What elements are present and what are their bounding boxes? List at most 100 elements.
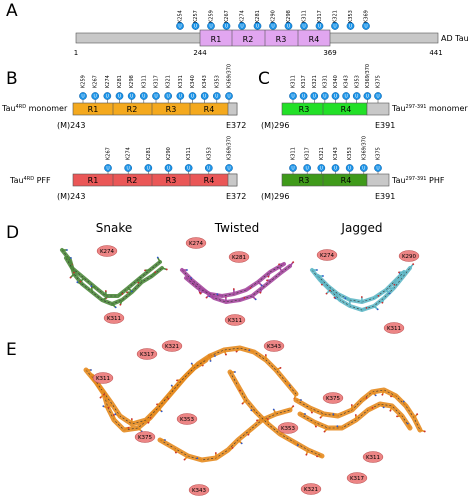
ubiquitin-marker-icon [238, 22, 246, 30]
panel-a-repeat-r3: R3 [276, 35, 287, 44]
panel-b-monomer-label: Tau4RD monomer [1, 104, 68, 113]
panel-a-ub-symbol: U [256, 24, 259, 30]
panel-d-twisted-2-atom [205, 296, 208, 299]
panel-b-pff-ub-symbol: U [147, 166, 150, 172]
panel-d-jagged-2-atom [344, 297, 347, 300]
panel-c-monomer-ub-symbol: U [302, 94, 305, 100]
panel-d-jagged-label-oval [316, 249, 338, 261]
panel-e-fibril-d-atom [247, 433, 250, 436]
panel-d-snake-2-atom [70, 257, 72, 259]
panel-e-fibril-d-atom [272, 408, 275, 411]
ubiquitin-marker-icon [310, 92, 319, 100]
panel-c-phf-site-label: K375 [376, 147, 382, 160]
panel-b-pff-site-label: K267 [106, 147, 112, 160]
panel-a-letter: A [6, 1, 18, 21]
panel-a-site-label: K290 [271, 10, 277, 23]
panel-d-jagged-residue-label: K290 [402, 254, 417, 260]
panel-a-ub-symbol: U [333, 24, 336, 30]
panel-e-fibril-a-atom [170, 384, 173, 387]
panel-a-ub-symbol: U [194, 24, 197, 30]
panel-b-monomer-ub-symbol: U [94, 94, 97, 100]
panel-e-fibril-c-atom [225, 353, 227, 356]
panel-c: C K311UK317UK321UK331UK340UK343UK353UK36… [258, 64, 468, 201]
panel-e-fibril-e-bonds [295, 389, 421, 431]
panel-a-ubiquitin-sites: K254UK257UK259UK267UK274UK281UK290UK298U… [176, 10, 370, 30]
panel-e-residue-label: K375 [138, 435, 153, 441]
panel-d-jagged-atom [365, 306, 368, 309]
panel-b-monomer-site-label: K274 [105, 75, 111, 88]
panel-d-twisted-2-atom [216, 293, 219, 296]
panel-a-boundary-left: 244 [193, 49, 207, 57]
panel-b-monomer-ub-symbol: U [130, 94, 133, 100]
panel-e-fibril-e-atom [416, 413, 419, 416]
panel-b-pff-site-label: K281 [146, 147, 152, 160]
panel-a-site-label: K353 [348, 10, 354, 23]
panel-e-fibril-d-atom [256, 419, 258, 422]
panel-e-residue-label: K343 [192, 488, 207, 494]
panel-c-phf-site-label: K353 [347, 147, 353, 160]
panel-a-site-label: K311 [302, 10, 308, 23]
panel-d-twisted-label-oval [185, 237, 207, 249]
panel-e-fibril-c-atom [264, 354, 267, 356]
panel-e-label-oval [263, 340, 285, 352]
panel-d-jagged-2-atom [333, 296, 336, 299]
ubiquitin-marker-icon [176, 22, 184, 30]
panel-e-fibril [83, 345, 426, 463]
ubiquitin-marker-icon [115, 92, 124, 100]
panel-d-snake-2-bonds [65, 257, 161, 297]
ubiquitin-marker-icon [127, 92, 136, 100]
panel-e-fibril-c-bonds [209, 347, 297, 395]
panel-e-fibril-d-atom [196, 457, 199, 460]
panel-e-fibril-g-atom [239, 389, 241, 392]
panel-e-residue-label: K311 [96, 376, 110, 382]
panel-b-monomer-site-label: K311 [141, 75, 147, 88]
panel-b-monomer-ub-symbol: U [227, 94, 230, 100]
panel-e-fibril-d-atom [214, 452, 217, 454]
ubiquitin-marker-icon [164, 164, 173, 172]
panel-e-fibril-d-atom [240, 442, 243, 445]
panel-a-repeat-r2: R2 [243, 35, 254, 44]
panel-a-ub-symbol: U [240, 24, 243, 30]
panel-e-fibril-g-atom [234, 371, 236, 373]
panel-d-twisted-atom [186, 269, 188, 271]
panel-d-snake-atom [165, 268, 168, 271]
panel-d-jagged-label-oval [383, 322, 405, 334]
panel-e-fibril-g-atom [250, 409, 253, 412]
panel-c-monomer-site-label: K343 [344, 75, 350, 88]
panel-e-label-oval [134, 431, 156, 443]
ubiquitin-marker-icon [303, 164, 312, 172]
ubiquitin-marker-icon [225, 92, 233, 100]
panel-b-pff-ub-symbol: U [207, 166, 210, 172]
panel-b-pff-site-label: K311 [186, 147, 192, 160]
panel-e-fibril-f-atom [389, 409, 392, 412]
panel-e-fibril-d-atom [175, 451, 177, 454]
panel-d-snake-label-oval [103, 312, 125, 324]
panel-e-fibril-f-atom [406, 422, 409, 425]
ubiquitin-marker-icon [144, 164, 153, 172]
panel-b-monomer-ub-symbol: U [191, 94, 194, 100]
panel-e-fibril-a-atom [90, 369, 92, 371]
panel-d-twisted-atom [243, 296, 246, 299]
panel-c-phf-ub-symbol: U [362, 166, 365, 172]
panel-c-monomer-site-label: K311 [291, 75, 297, 88]
panel-d-snake-atom [114, 306, 117, 309]
panel-d-snake-residue-label: K311 [107, 316, 121, 322]
panel-e-residue-label: K321 [304, 487, 318, 493]
panel-d-snake-label-oval [96, 245, 118, 257]
panel-d-twisted-2-atom [260, 284, 263, 287]
panel-a-site-label: K321 [333, 10, 339, 23]
panel-e-fibril-c-atom [235, 350, 238, 353]
panel-d-jagged-residue-label: K274 [320, 253, 335, 259]
panel-e-label-oval [188, 484, 210, 496]
panel-c-phf-ub-symbol: U [320, 166, 323, 172]
panel-b-monomer-site-label: K321 [166, 75, 172, 88]
panel-e-residue-label: K375 [326, 396, 341, 402]
panel-b-pff-ub-symbol: U [106, 166, 109, 172]
ubiquitin-marker-icon [200, 92, 209, 100]
panel-d-twisted-2-atom [232, 288, 235, 290]
panel-e-fibril-c-atom [248, 349, 251, 352]
panel-b-pff-ub-symbol: U [127, 166, 130, 172]
panel-a-ub-symbol: U [178, 24, 181, 30]
panel-a-boundary-right: 369 [323, 49, 336, 57]
